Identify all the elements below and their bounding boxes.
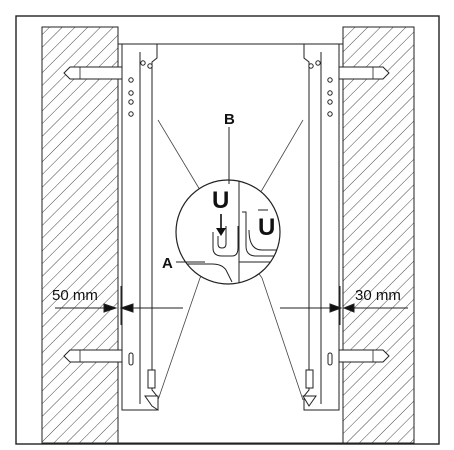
left-wall (41, 26, 119, 444)
label-b: B (224, 111, 235, 128)
wall-plug-bottom-right (326, 349, 390, 363)
left-dimension (55, 286, 183, 325)
hook-right-glyph: U (258, 214, 275, 241)
right-wall (342, 26, 415, 444)
label-a: A (162, 255, 173, 272)
left-bracket (121, 43, 159, 411)
right-dimension (280, 286, 408, 325)
right-bracket (302, 43, 340, 411)
hook-left-glyph: U (212, 187, 229, 214)
detail-magnifier (175, 179, 281, 285)
right-gap-label: 30 mm (355, 287, 401, 304)
left-gap-label: 50 mm (52, 287, 98, 304)
